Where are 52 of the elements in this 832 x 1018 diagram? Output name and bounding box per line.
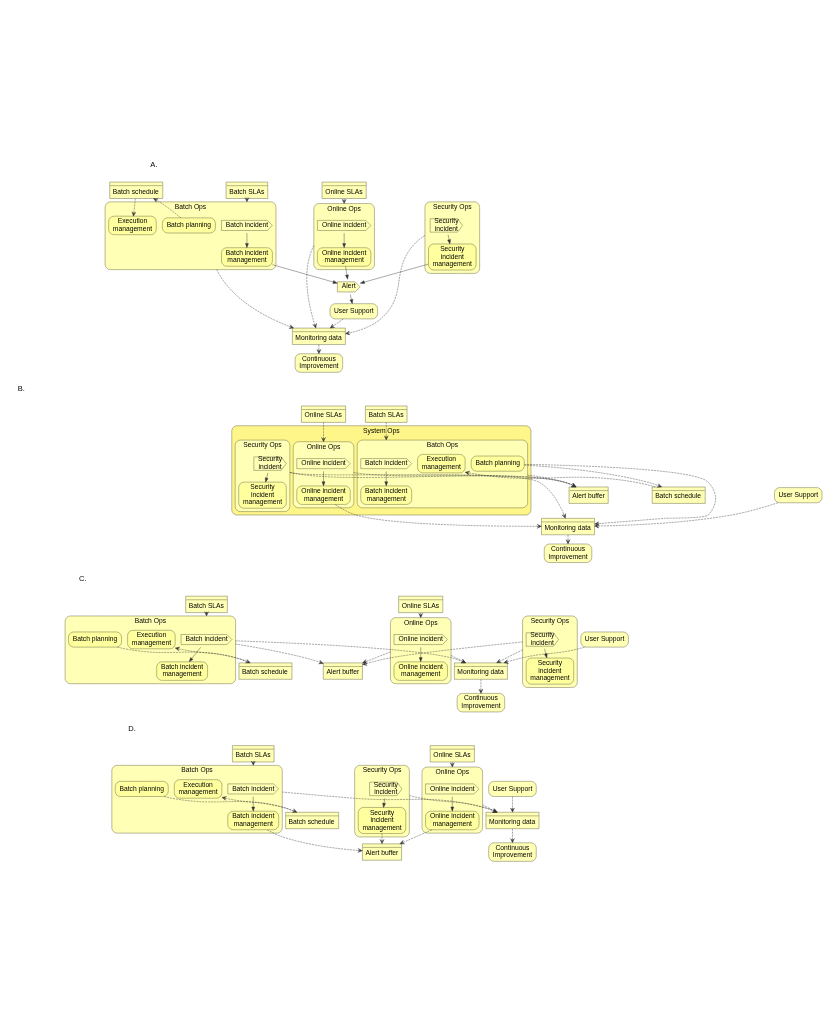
arrow	[419, 646, 423, 662]
arrow	[496, 649, 523, 663]
arrow	[360, 263, 429, 284]
arrow	[524, 463, 716, 526]
arrow	[503, 646, 585, 664]
arrow	[216, 268, 294, 329]
arrow	[382, 797, 386, 808]
arrow	[510, 828, 515, 843]
arrow	[478, 678, 483, 694]
arrow	[289, 471, 566, 518]
arrow	[349, 293, 354, 304]
arrow	[450, 761, 455, 767]
arrow	[251, 795, 255, 811]
arrow	[175, 646, 250, 663]
arrow	[306, 244, 317, 328]
label: B.	[17, 383, 25, 393]
arrow	[510, 795, 515, 812]
arrow	[345, 265, 349, 279]
arrow	[565, 534, 571, 544]
arrow	[447, 234, 451, 244]
label: C.	[79, 573, 87, 583]
arrow	[524, 464, 662, 487]
arrow	[544, 648, 548, 658]
arrow	[188, 646, 201, 662]
arrow	[330, 318, 344, 328]
arrow	[316, 343, 321, 354]
arrow	[399, 829, 433, 844]
arrow	[384, 421, 389, 440]
arrow	[153, 197, 181, 218]
arrow	[272, 264, 338, 284]
arrow	[265, 472, 269, 482]
arrow	[221, 795, 297, 812]
arrow	[353, 471, 577, 487]
arrow	[384, 470, 388, 486]
arrow	[594, 502, 779, 528]
arrow	[245, 232, 249, 248]
label: A.	[150, 159, 158, 169]
arrow	[321, 470, 326, 486]
arrow	[450, 795, 454, 811]
arrow	[131, 197, 136, 216]
arrow	[527, 474, 577, 487]
arrow	[362, 651, 391, 663]
arrow	[235, 643, 324, 664]
arrow	[342, 232, 346, 248]
arrow	[163, 795, 298, 813]
arrow	[117, 646, 251, 663]
label: D.	[128, 723, 136, 733]
arrow	[345, 234, 426, 335]
arrow	[465, 470, 656, 487]
arrow	[321, 421, 326, 442]
arrow	[379, 832, 385, 844]
arrow	[266, 829, 363, 853]
